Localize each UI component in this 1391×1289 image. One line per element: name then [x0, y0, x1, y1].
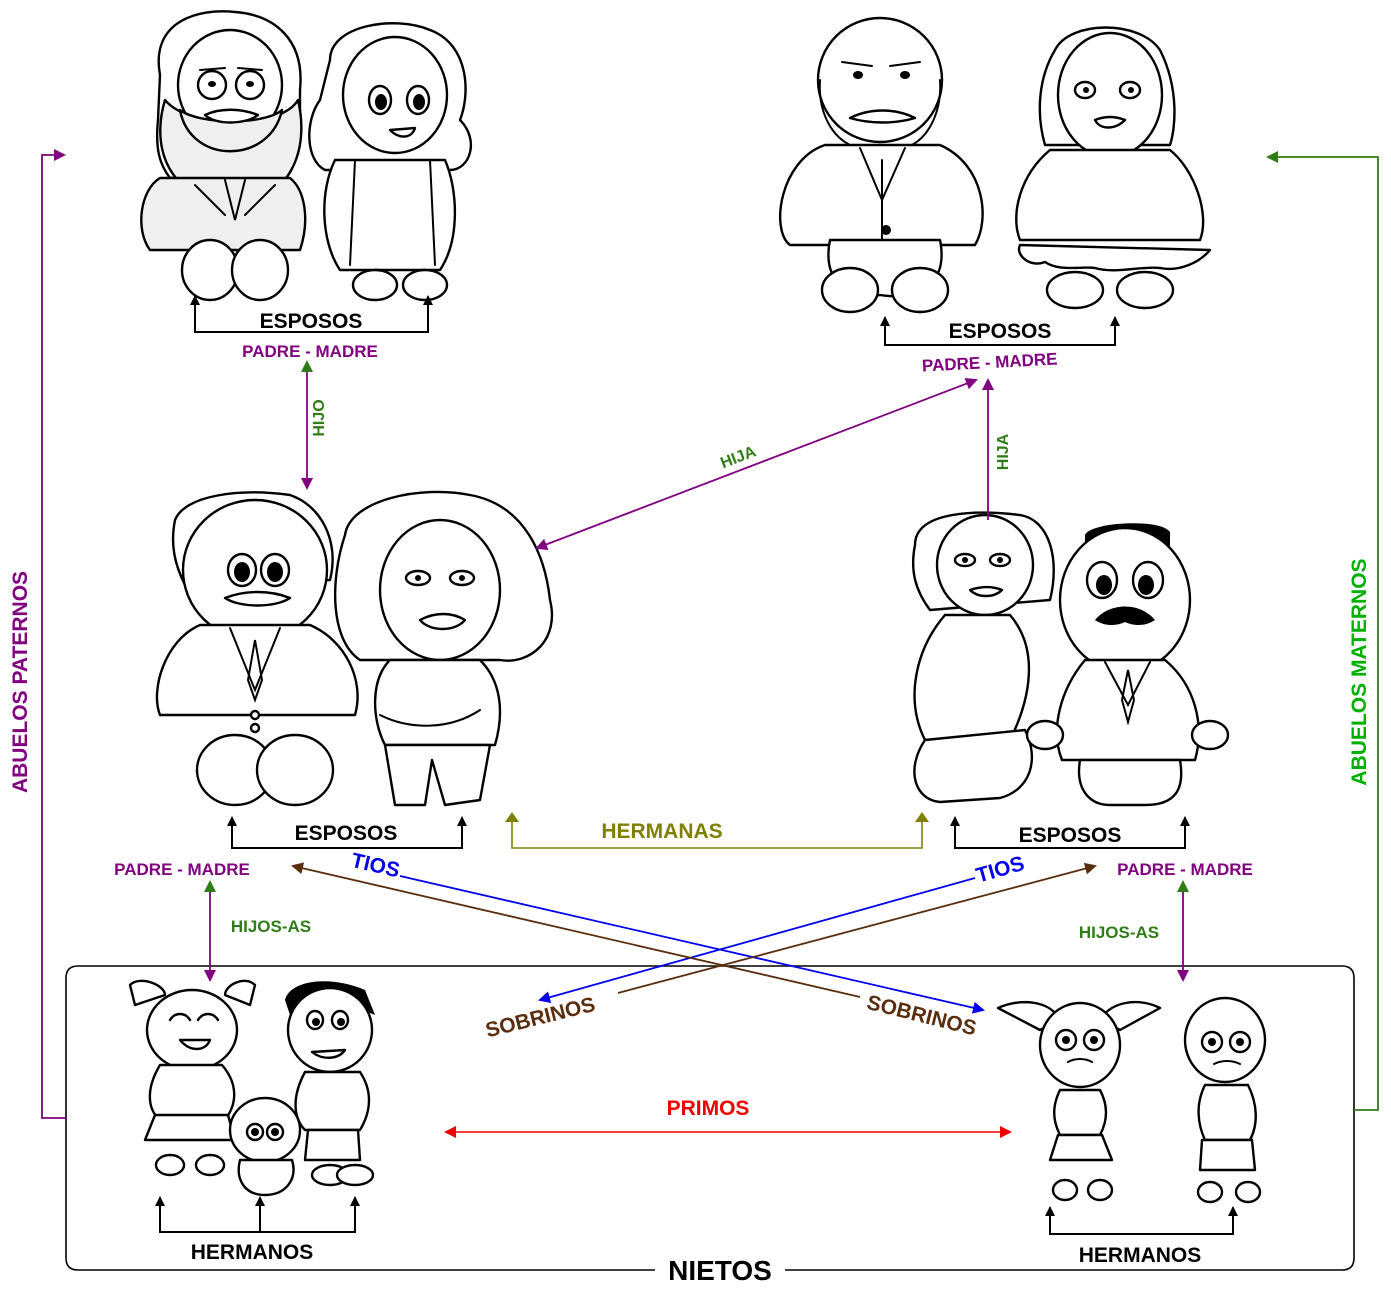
abuelos-paternos-label: ABUELOS PATERNOS — [9, 571, 32, 793]
maternal-grandmother-figure — [1015, 26, 1212, 310]
tios-arrow-right — [538, 877, 976, 1004]
hermanos-bracket-right — [1045, 1206, 1238, 1235]
esposos-label-maternal: ESPOSOS — [949, 320, 1052, 343]
sobrinos-arrow-right — [617, 862, 1097, 994]
right-boy-figure — [1183, 996, 1267, 1204]
esposos-bracket-maternal — [880, 316, 1120, 346]
primos-label: PRIMOS — [667, 1097, 750, 1120]
right-girl-figure — [996, 1001, 1162, 1202]
maternal-grandfather-figure — [778, 16, 984, 314]
tios-label-right: TIOS — [973, 852, 1026, 888]
hija-diagonal-arrow — [535, 377, 978, 551]
hijos-as-label-left: HIJOS-AS — [231, 917, 311, 936]
father-figure — [155, 491, 359, 807]
esposos-bracket-paternal — [190, 295, 433, 333]
padre-madre-label-maternal: PADRE - MADRE — [921, 349, 1057, 375]
hijos-as-label-right: HIJOS-AS — [1079, 923, 1159, 942]
tios-label-left: TIOS — [349, 849, 402, 882]
padre-madre-label-left: PADRE - MADRE — [114, 860, 250, 879]
sobrinos-label-right: SOBRINOS — [864, 991, 978, 1040]
hermanos-bracket-left — [155, 1196, 360, 1233]
hermanas-arrow — [505, 812, 929, 849]
uncle-figure — [1025, 523, 1230, 807]
hermanas-label: HERMANAS — [601, 820, 722, 843]
sobrinos-arrow-left — [291, 862, 861, 998]
abuelos-paternos-arrow — [41, 149, 66, 1119]
esposos-bracket-parents-right — [950, 816, 1190, 849]
paternal-grandmother-figure — [308, 22, 472, 302]
tios-arrow-left — [399, 875, 985, 1014]
left-girl-figure — [128, 979, 257, 1177]
left-baby-figure — [228, 1096, 302, 1197]
nietos-box — [65, 965, 1355, 1271]
mother-figure — [333, 490, 553, 807]
hija-label-diagonal: HIJA — [718, 443, 759, 472]
paternal-grandfather-figure — [140, 10, 307, 302]
padre-madre-label-right: PADRE - MADRE — [1117, 860, 1253, 879]
esposos-label-paternal: ESPOSOS — [260, 310, 363, 333]
padre-madre-label-paternal: PADRE - MADRE — [242, 342, 378, 361]
esposos-label-parents-right: ESPOSOS — [1019, 824, 1122, 847]
left-boy-figure — [285, 981, 375, 1187]
abuelos-maternos-label: ABUELOS MATERNOS — [1348, 558, 1371, 785]
hermanos-label-right: HERMANOS — [1079, 1244, 1202, 1267]
hermanos-label-left: HERMANOS — [191, 1241, 314, 1264]
aunt-figure — [911, 511, 1055, 804]
esposos-label-parents-left: ESPOSOS — [295, 822, 398, 845]
hijo-label: HIJO — [311, 399, 328, 436]
nietos-label: NIETOS — [668, 1255, 772, 1284]
hija-label-vertical: HIJA — [995, 433, 1012, 470]
esposos-bracket-parents-left — [227, 816, 467, 849]
abuelos-maternos-arrow — [1266, 151, 1379, 1111]
